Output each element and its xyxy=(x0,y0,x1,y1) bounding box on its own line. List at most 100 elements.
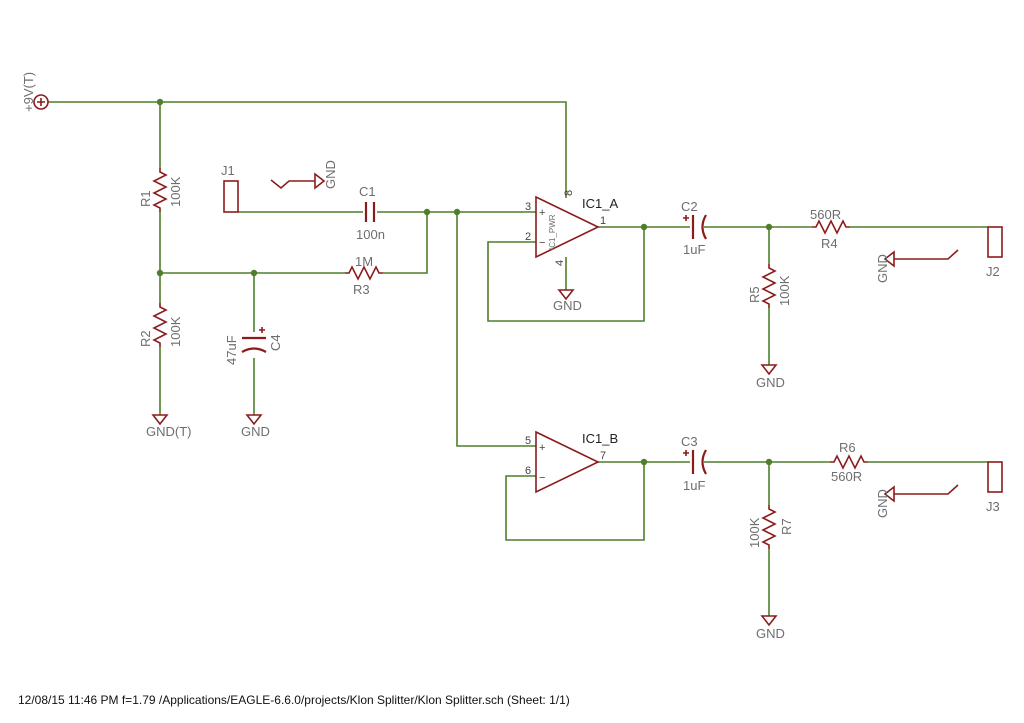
resistor-r5: R5 100K xyxy=(747,264,792,308)
jack-j3-icon xyxy=(987,461,1003,493)
ground-icon xyxy=(151,414,169,426)
gnd-ic1a: GND xyxy=(553,289,582,313)
c4-name: C4 xyxy=(268,334,283,351)
gnd-c4: GND xyxy=(241,414,270,439)
junction-dot xyxy=(765,458,773,466)
ic1a-minus-sign: − xyxy=(539,237,545,249)
opamp-ic1a-icon xyxy=(535,195,600,259)
gnd-label: GND xyxy=(553,298,582,313)
capacitor-c2-icon xyxy=(691,214,707,240)
vcc-plus-icon xyxy=(37,98,45,106)
capacitor-c1-icon xyxy=(364,202,376,222)
gnd-label: GND xyxy=(241,424,270,439)
r1-value: 100K xyxy=(168,176,183,207)
vcc-rail-wire xyxy=(48,101,567,198)
ic1b-pin6: 6 xyxy=(525,465,531,477)
resistor-r3-icon xyxy=(345,265,383,281)
ground-icon xyxy=(314,172,326,190)
opamp-ic1a: + − 3 2 1 8 4 IC1_PWR IC1_A xyxy=(525,190,618,266)
resistor-r3: 1M R3 xyxy=(345,254,383,297)
ground-icon xyxy=(760,615,778,627)
c2-plus-icon xyxy=(683,215,689,221)
c4-value: 47uF xyxy=(224,335,239,365)
j3-name: J3 xyxy=(986,499,1000,514)
opamp-ic1b-icon xyxy=(535,430,600,494)
connector-j1: J1 GND xyxy=(221,160,338,213)
r1-name: R1 xyxy=(138,190,153,207)
jack-j2-icon xyxy=(987,226,1003,258)
ic1a-pin4: 4 xyxy=(554,260,566,266)
resistor-r5-icon xyxy=(761,264,777,308)
junction-dot xyxy=(640,458,648,466)
j1-sleeve-wire-icon xyxy=(270,179,315,190)
ic1b-minus-sign: − xyxy=(539,472,545,484)
resistor-r4: 560R R4 xyxy=(810,207,850,251)
ic1b-name: IC1_B xyxy=(582,431,618,446)
c4-plus-icon xyxy=(259,327,265,333)
c2-value: 1uF xyxy=(683,242,705,257)
c3-name: C3 xyxy=(681,434,698,449)
capacitor-c2: C2 1uF xyxy=(681,199,707,257)
resistor-r6: R6 560R xyxy=(830,440,868,484)
ic1b-input-wire xyxy=(456,212,536,447)
ic1b-pin5: 5 xyxy=(525,435,531,447)
gnd-r7: GND xyxy=(756,615,785,641)
junction-dot xyxy=(156,269,164,277)
ic1a-feedback-wire xyxy=(487,227,645,322)
r4-value: 560R xyxy=(810,207,841,222)
connector-j2: J2 GND xyxy=(875,226,1003,283)
ground-icon xyxy=(883,485,895,503)
capacitor-c3-icon xyxy=(691,449,707,475)
junction-dot xyxy=(156,98,164,106)
junction-dot xyxy=(453,208,461,216)
gnd-t-label: GND(T) xyxy=(146,424,192,439)
r2-name: R2 xyxy=(138,330,153,347)
c3-plus-icon xyxy=(683,450,689,456)
gnd-label: GND xyxy=(875,489,890,518)
gnd-label: GND xyxy=(323,160,338,189)
gnd-label: GND xyxy=(756,626,785,641)
resistor-r2: R2 100K xyxy=(138,303,183,347)
jack-j1-icon xyxy=(223,180,239,213)
ic1a-name: IC1_A xyxy=(582,196,618,211)
r5-name: R5 xyxy=(747,286,762,303)
r4-name: R4 xyxy=(821,236,838,251)
vcc-circle-icon xyxy=(33,94,49,110)
junctions xyxy=(156,98,773,466)
ground-icon xyxy=(557,289,575,301)
gnd-r2: GND(T) xyxy=(146,414,192,439)
wires xyxy=(48,101,988,616)
gnd-r5: GND xyxy=(756,364,785,390)
ic1a-pin8: 8 xyxy=(563,190,575,196)
c2-name: C2 xyxy=(681,199,698,214)
j2-name: J2 xyxy=(986,264,1000,279)
ic1a-plus-sign: + xyxy=(539,207,545,219)
r3-name: R3 xyxy=(353,282,370,297)
junction-dot xyxy=(423,208,431,216)
resistor-r7: 100K R7 xyxy=(747,505,794,549)
j2-sleeve-wire-icon xyxy=(894,249,959,260)
capacitor-c4-icon xyxy=(241,336,267,353)
gnd-label: GND xyxy=(756,375,785,390)
j1-name: J1 xyxy=(221,163,235,178)
r3-right-wire xyxy=(383,212,428,274)
opamp-ic1b: + − 5 6 7 IC1_B xyxy=(525,430,618,494)
r5-value: 100K xyxy=(777,275,792,306)
c3-value: 1uF xyxy=(683,478,705,493)
r2-value: 100K xyxy=(168,316,183,347)
vcc-label: +9V(T) xyxy=(21,72,36,112)
resistor-r7-icon xyxy=(761,505,777,549)
sheet-footer: 12/08/15 11:46 PM f=1.79 /Applications/E… xyxy=(18,693,570,707)
junction-dot xyxy=(250,269,258,277)
connector-j3: J3 GND xyxy=(875,461,1003,518)
r3-value: 1M xyxy=(355,254,373,269)
c1-value: 100n xyxy=(356,227,385,242)
c1-name: C1 xyxy=(359,184,376,199)
ic1b-feedback-wire xyxy=(505,462,645,541)
resistor-r1-icon xyxy=(152,168,168,212)
ground-icon xyxy=(760,364,778,376)
capacitor-c1: C1 100n xyxy=(356,184,385,242)
ic1b-pin7: 7 xyxy=(600,450,606,462)
junction-dot xyxy=(765,223,773,231)
r6-value: 560R xyxy=(831,469,862,484)
